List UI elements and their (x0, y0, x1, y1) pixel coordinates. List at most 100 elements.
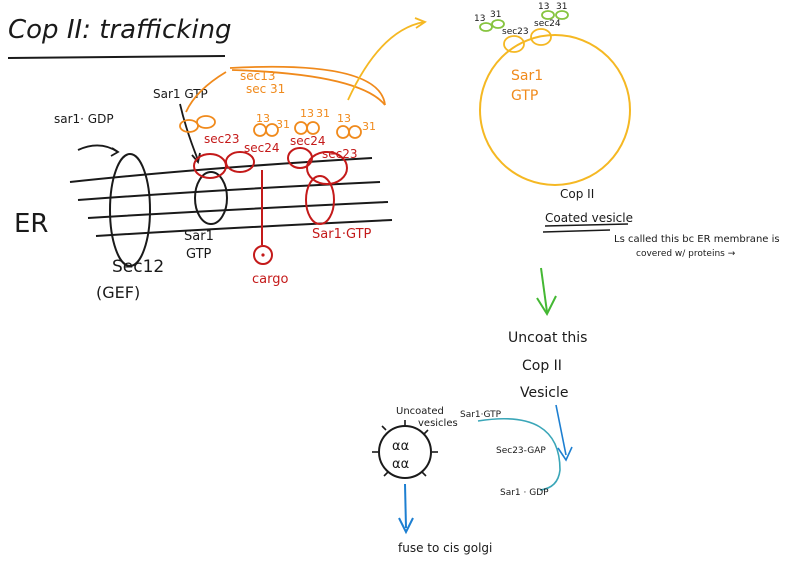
uncoat-line-1: Uncoat this (508, 330, 587, 346)
cargo-glyphs-top: αα (392, 439, 409, 454)
vesicle-pair-left-13: 13 (474, 14, 485, 24)
sar1-embedded-shape (194, 171, 228, 225)
pair-0-oval-a (179, 119, 199, 133)
pair-c-13: 13 (337, 112, 351, 125)
fuse-label: fuse to cis golgi (398, 541, 492, 555)
sec23-left-label: sec23 (204, 132, 240, 146)
sec24-mid-shape (225, 151, 255, 173)
sec12-gef-shape (109, 153, 151, 267)
sar1-gdp-text: sar1· GDP (54, 112, 114, 126)
green-down-arrow (540, 267, 548, 313)
arrowhead-vesicle (414, 17, 427, 29)
membrane-line-4 (95, 219, 393, 237)
vesicle-sec23-shape (503, 35, 525, 53)
orange-pairs (179, 115, 362, 139)
vesicle-pair-right-b (555, 10, 569, 20)
recruit-arrow-inner (231, 69, 386, 106)
pair-0-oval-b (196, 115, 216, 129)
sar1-gtp-bottom-1: Sar1 (184, 229, 214, 244)
pair-b-31: 31 (316, 107, 330, 120)
pair-b-oval-a (294, 121, 308, 135)
vesicle-sec24-shape (530, 28, 552, 46)
vesicle-coat (503, 28, 552, 53)
vesicle-pair-left-31: 31 (490, 10, 501, 20)
recruit-sec31: sec 31 (246, 82, 285, 96)
cycle-sar1-gtp: Sar1·GTP (460, 410, 502, 420)
fuse-arrow (404, 483, 407, 529)
pair-c-31: 31 (362, 120, 376, 133)
arrowhead-cycle (557, 446, 573, 462)
copii-name: Cop II (560, 187, 594, 201)
copii-vesicle (479, 34, 631, 186)
coated-vesicle-label: Coated vesicle (545, 211, 633, 225)
cargo-shape (253, 245, 273, 265)
sar1-gdp-label: sar1· GDP (54, 112, 114, 126)
gef-label: (GEF) (96, 283, 140, 302)
recruit-arrow-tail (185, 71, 227, 113)
sec24-right-label: sec24 (290, 134, 326, 148)
coated-underline-1 (544, 223, 629, 227)
pair-a-31: 31 (276, 118, 290, 131)
uncoat-line-2: Cop II (522, 358, 562, 374)
sec24-right-shape (287, 147, 313, 169)
title-underline (7, 55, 226, 59)
spike-7 (421, 471, 427, 477)
vesicle-sar1-label: Sar1 (511, 68, 543, 84)
uncoat-line-3: Vesicle (520, 385, 569, 401)
red-coat-group (193, 147, 348, 265)
vesicle-pair-left-a (479, 22, 493, 32)
sar1-right-shape (305, 175, 335, 225)
coated-underline-2 (542, 229, 611, 233)
vesicle-pair-right-a (541, 10, 555, 20)
gtp-down-arrow (179, 103, 199, 161)
uncoated-label-1: Uncoated (396, 406, 444, 417)
sec23-left-shape (193, 153, 227, 179)
membrane-line-1 (69, 157, 373, 183)
uncoated-label-2: vesicles (418, 418, 458, 429)
vesicle-pair-right-31: 31 (556, 2, 567, 12)
vesicle-pair-right-13: 13 (538, 2, 549, 12)
er-membrane (69, 157, 393, 237)
cargo-glyphs-bottom: αα (392, 457, 409, 472)
arrowhead-fuse (398, 517, 414, 535)
cycle-arc (477, 417, 561, 491)
pair-b-13: 13 (300, 107, 314, 120)
arrowhead-gdp (110, 147, 120, 157)
cycle-blue-arrow (555, 404, 567, 456)
coated-note-2: covered w/ proteins → (636, 249, 736, 259)
sec12-label: Sec12 (112, 257, 164, 277)
cycle-sec23-gap: Sec23-GAP (496, 446, 546, 456)
cargo-dot (261, 253, 265, 257)
sar1-gtp-right-label: Sar1·GTP (312, 227, 372, 242)
coated-note-1: Ls called this bc ER membrane is (614, 234, 780, 245)
page-title: Cop II: trafficking (8, 15, 232, 45)
vesicle-spikes (372, 420, 438, 477)
sec23-right-shape (306, 151, 348, 185)
er-to-vesicle-arrow (347, 21, 425, 101)
spike-3 (423, 429, 429, 435)
membrane-line-3 (87, 201, 389, 219)
pair-c-oval-a (336, 125, 350, 139)
sec24-mid-label: sec24 (244, 141, 280, 155)
recruit-arrow-outer (229, 65, 386, 106)
sar1-gtp-bottom-2: GTP (186, 247, 212, 262)
spike-6 (383, 471, 389, 477)
pair-a-13: 13 (256, 112, 270, 125)
pair-b-oval-b (306, 121, 320, 135)
cargo-label: cargo (252, 272, 288, 287)
vesicle-green-pairs (479, 10, 569, 32)
er-label: ER (14, 209, 49, 239)
vesicle-sec24-label: sec24 (534, 19, 561, 29)
vesicle-pair-left-b (491, 19, 505, 29)
sec23-right-label: sec23 (322, 147, 358, 161)
vesicle-gtp-label: GTP (511, 88, 538, 104)
membrane-line-2 (77, 181, 381, 201)
pair-c-oval-b (348, 125, 362, 139)
sar1-gtp-top-label: Sar1 GTP (153, 87, 208, 101)
pair-a-oval-a (253, 123, 267, 137)
pair-a-oval-b (265, 123, 279, 137)
spike-1 (381, 425, 387, 431)
arrowhead-green (536, 295, 557, 317)
vesicle-sec23-label: sec23 (502, 27, 529, 37)
